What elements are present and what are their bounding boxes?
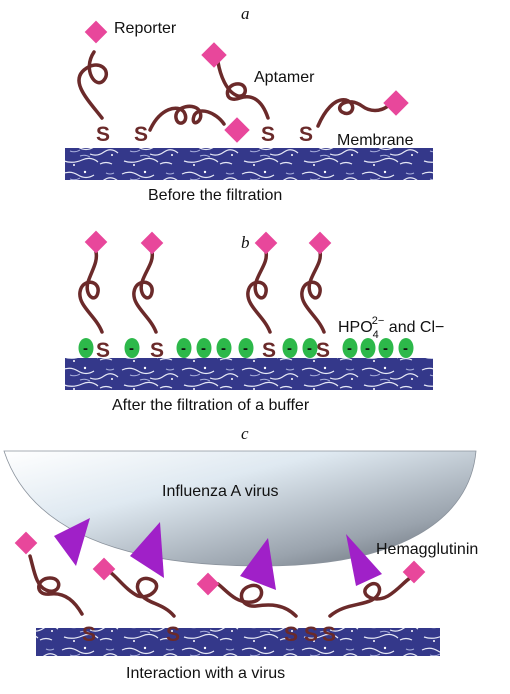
ion-minus-label: -: [243, 340, 248, 357]
ion-ellipse: [238, 338, 254, 358]
ion-ellipse: [124, 338, 140, 358]
reporter-marker: [224, 117, 250, 143]
reporter-marker: [254, 231, 278, 255]
aptamer-strand: [78, 230, 108, 334]
membrane-label: Membrane: [337, 132, 414, 149]
aptamer-strand: [14, 518, 90, 616]
ion-ellipse: [196, 338, 212, 358]
thiol-label: S: [322, 623, 336, 646]
ion-minus-label: -: [365, 340, 370, 357]
ion-minus-label: -: [307, 340, 312, 357]
ion-marker: -: [342, 338, 358, 358]
ion-minus-label: -: [221, 340, 226, 357]
ion-ellipse: [216, 338, 232, 358]
aptamer-strand: [300, 231, 332, 334]
ion-marker: -: [302, 338, 318, 358]
thiol-label: S: [284, 623, 298, 646]
panel-a-letter: a: [241, 4, 250, 23]
hemagglutinin-marker: [346, 534, 382, 586]
ion-marker: -: [238, 338, 254, 358]
thiol-label: S: [262, 339, 276, 362]
aptamer-strand: [132, 231, 164, 334]
ion-ellipse: [302, 338, 318, 358]
ion-marker: -: [282, 338, 298, 358]
buffer-ions: ------------: [78, 338, 414, 358]
ion-marker: -: [196, 338, 212, 358]
panel-b-letter: b: [241, 233, 250, 252]
ion-marker: -: [176, 338, 192, 358]
ion-minus-label: -: [403, 340, 408, 357]
thiol-label: S: [299, 123, 313, 146]
ion-ellipse: [360, 338, 376, 358]
reporter-marker: [14, 531, 38, 555]
panel-c: c Influenza A virus S S S S: [3, 424, 478, 682]
aptamer-label: Aptamer: [254, 69, 315, 86]
thiol-label: S: [96, 339, 110, 362]
ion-minus-label: -: [129, 340, 134, 357]
ion-minus-label: -: [347, 340, 352, 357]
thiol-label: S: [134, 123, 148, 146]
ion-minus-label: -: [181, 340, 186, 357]
ion-marker: -: [378, 338, 394, 358]
hemagglutinin-marker: [54, 518, 90, 566]
panel-c-letter: c: [241, 424, 249, 443]
panel-a: a S S S S Reporter Aptamer Membrane Befo: [65, 4, 433, 204]
ion-marker: -: [360, 338, 376, 358]
ion-minus-label: -: [383, 340, 388, 357]
reporter-marker: [196, 572, 220, 596]
reporter-marker: [308, 231, 332, 255]
hemagglutinin-label: Hemagglutinin: [376, 541, 478, 558]
ion-ellipse: [398, 338, 414, 358]
hemagglutinin-marker: [130, 522, 164, 578]
membrane-a: [65, 148, 433, 180]
ion-ellipse: [378, 338, 394, 358]
reporter-marker: [92, 557, 116, 581]
ion-ellipse: [176, 338, 192, 358]
thiol-label: S: [304, 623, 318, 646]
panel-a-caption: Before the filtration: [148, 187, 282, 204]
ion-ellipse: [342, 338, 358, 358]
thiol-label: S: [261, 123, 275, 146]
thiol-label: S: [166, 623, 180, 646]
aptamer-strand: [316, 90, 409, 128]
thiol-label: S: [150, 339, 164, 362]
aptamer-strand: [246, 231, 278, 334]
ion-minus-label: -: [201, 340, 206, 357]
reporter-marker: [84, 20, 108, 44]
ion-marker: -: [398, 338, 414, 358]
ions-label: HPO42− and Cl−: [338, 315, 444, 341]
panel-b-caption: After the filtration of a buffer: [112, 397, 310, 414]
ion-marker: -: [216, 338, 232, 358]
ion-ellipse: [78, 338, 94, 358]
ion-minus-label: -: [287, 340, 292, 357]
membrane-c: [36, 628, 440, 656]
aptamer-strand: [148, 104, 250, 143]
panel-b: b S S S S ------------ HPO42− and Cl− Af…: [65, 230, 444, 414]
thiol-label: S: [316, 339, 330, 362]
ion-marker: -: [124, 338, 140, 358]
reporter-marker: [84, 230, 108, 254]
reporter-marker: [383, 90, 409, 116]
reporter-label: Reporter: [114, 20, 177, 37]
panel-c-caption: Interaction with a virus: [126, 665, 285, 682]
reporter-marker: [201, 42, 227, 68]
ion-ellipse: [282, 338, 298, 358]
ion-minus-label: -: [83, 340, 88, 357]
membrane-b: [65, 358, 433, 390]
virus-label: Influenza A virus: [162, 483, 279, 500]
hemagglutinin-marker: [240, 538, 276, 590]
aptamer-strand: [77, 20, 108, 120]
thiol-label: S: [96, 123, 110, 146]
ion-marker: -: [78, 338, 94, 358]
thiol-label: S: [82, 623, 96, 646]
reporter-marker: [140, 231, 164, 255]
